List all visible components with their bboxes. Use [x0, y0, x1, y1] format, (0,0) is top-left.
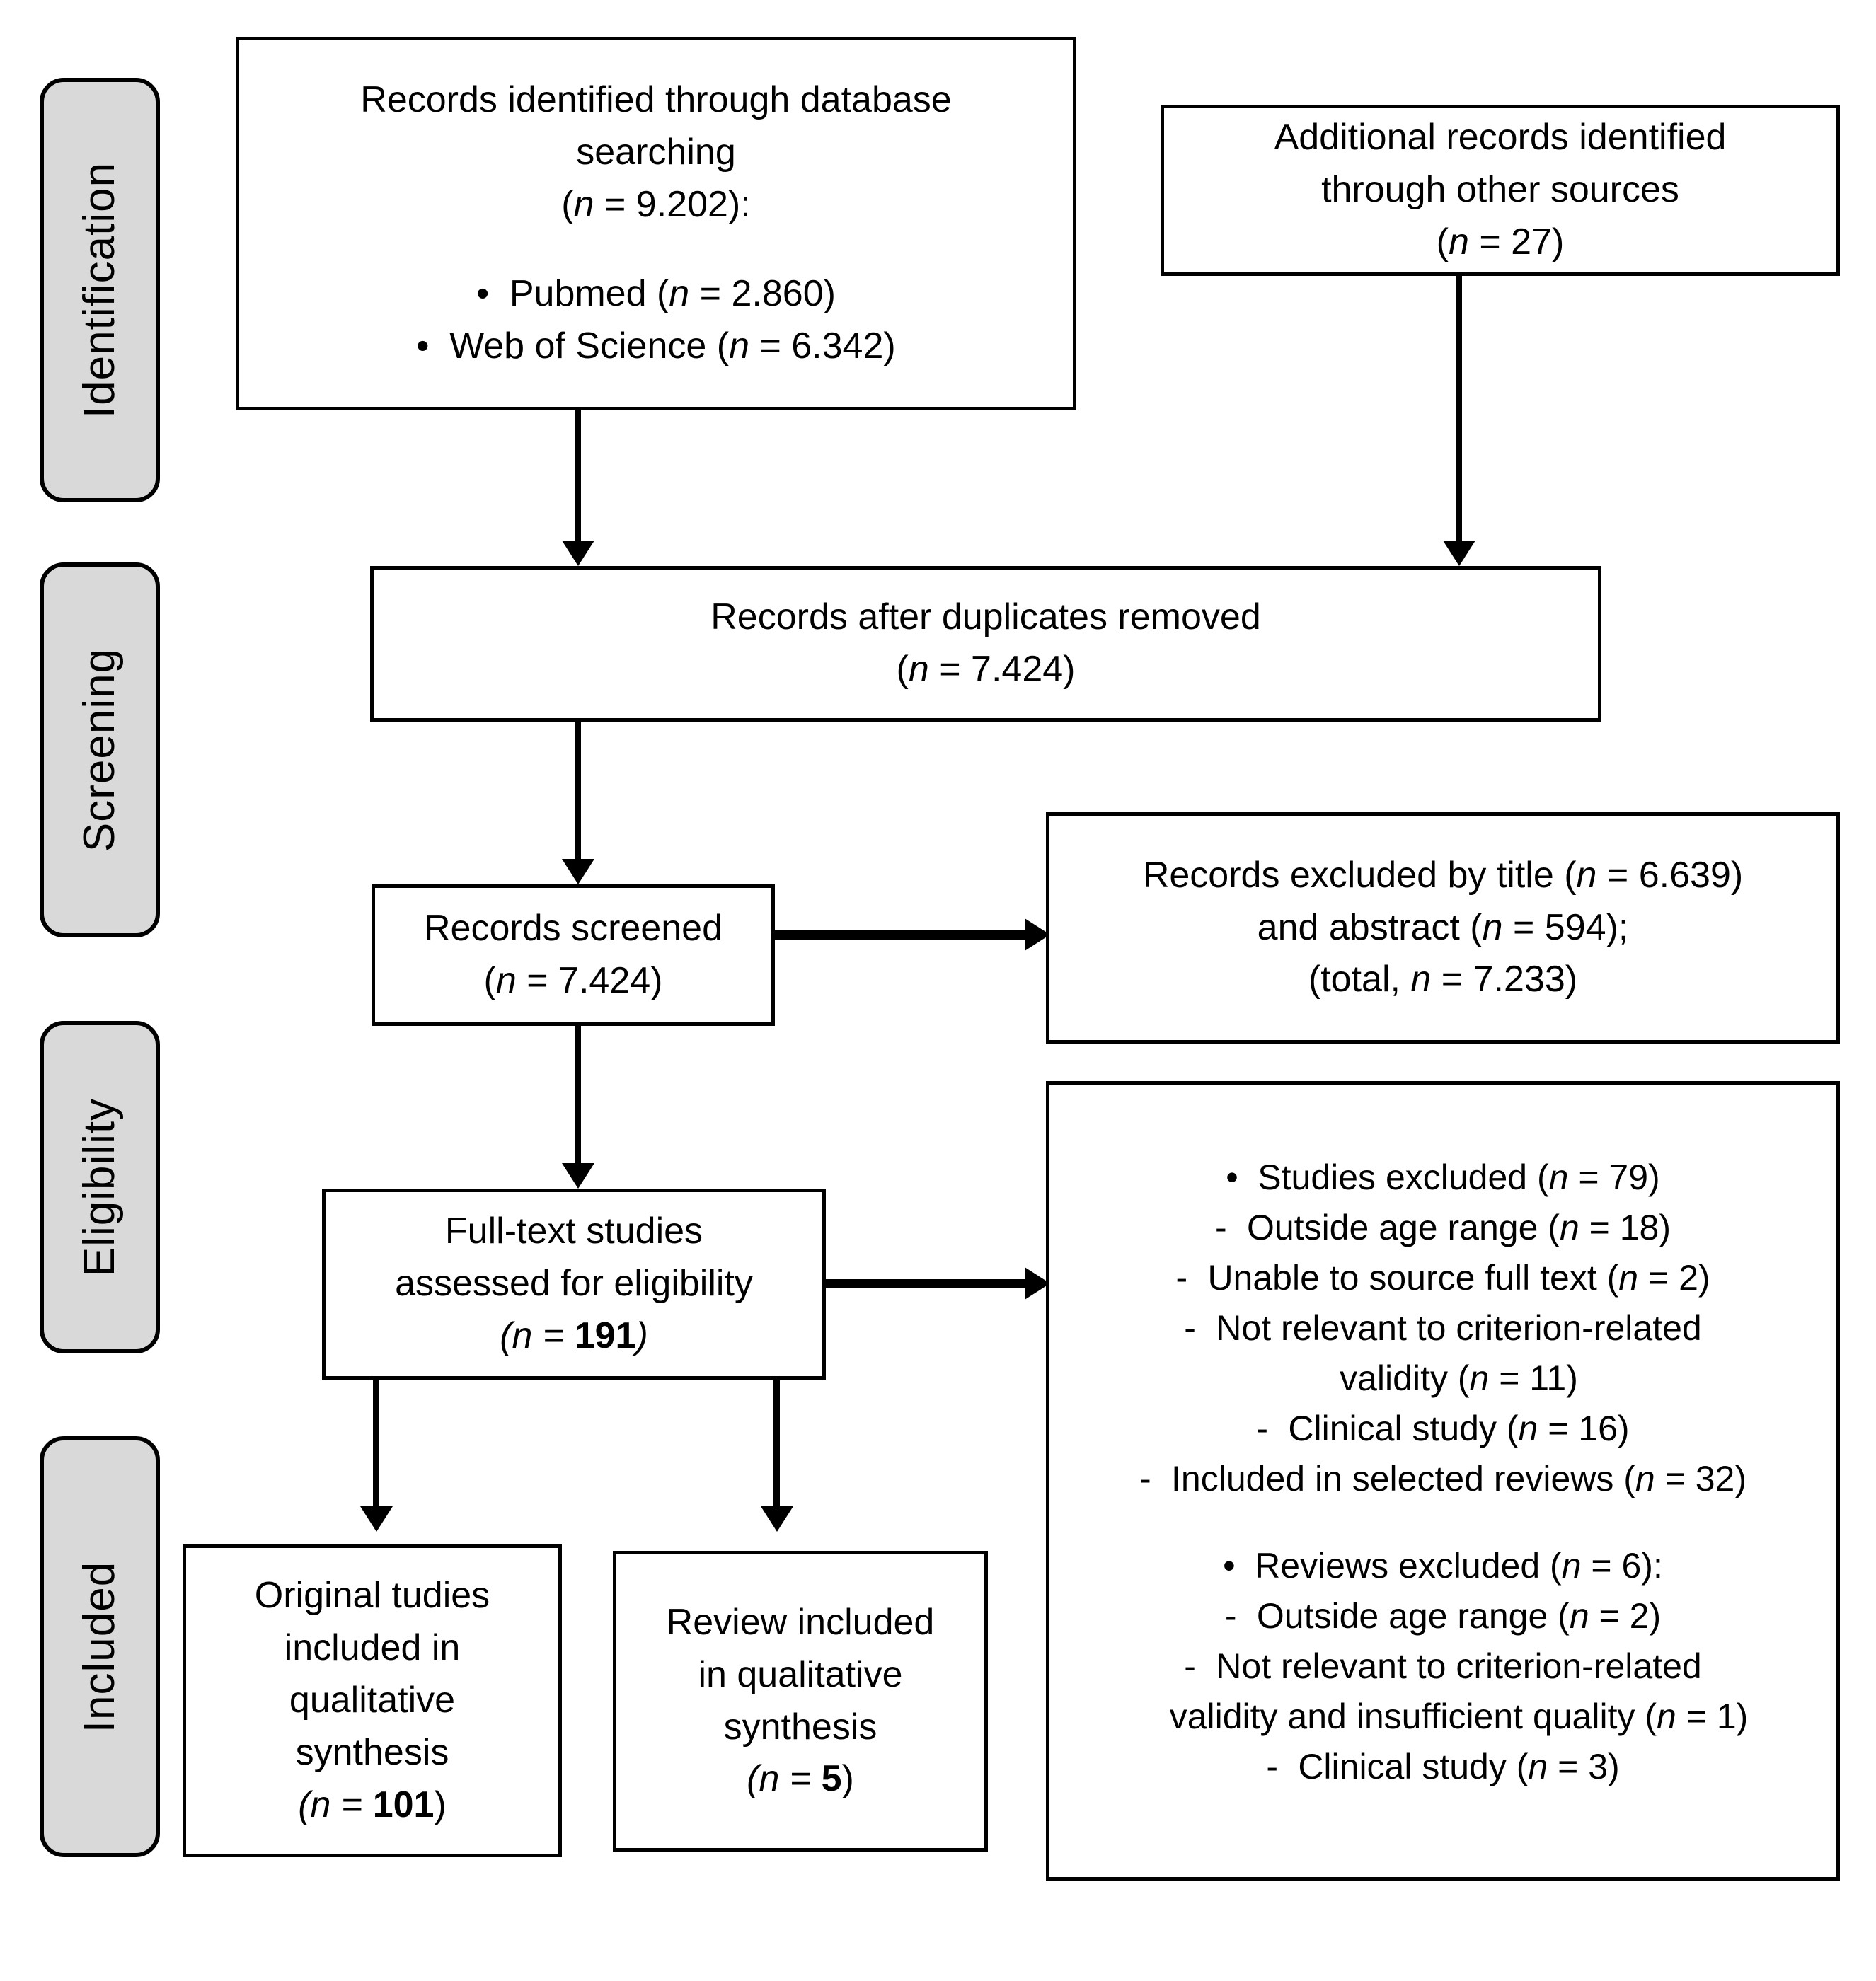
arrowhead-screened-to-fulltext	[562, 1163, 594, 1189]
box-full-text-assessed: Full-text studies assessed for eligibili…	[322, 1189, 826, 1380]
exclusion-group2-item-2: validity and insufficient quality (n = 1…	[1169, 1697, 1749, 1736]
duplicates-count: (n = 7.424)	[896, 649, 1076, 690]
connector-screened-to-fulltext	[575, 1026, 581, 1167]
phase-eligibility: Eligibility	[40, 1021, 160, 1353]
connector-fulltext-to-original	[373, 1380, 379, 1511]
exclusion-group2-item-0: -Outside age range (n = 2)	[1224, 1596, 1662, 1636]
phase-identification-label: Identification	[75, 161, 124, 419]
phase-screening-label: Screening	[75, 647, 124, 853]
phase-included-label: Included	[75, 1561, 124, 1733]
arrowhead-other-to-duplicates	[1443, 541, 1475, 566]
connector-db-to-duplicates	[575, 410, 581, 545]
db-search-item-wos: •Web of Science (n = 6.342)	[416, 325, 896, 366]
exclusion-group2-item-1: -Not relevant to criterion-related	[1184, 1646, 1702, 1686]
excluded-total-line: (total, n = 7.233)	[1308, 959, 1578, 1000]
connector-fulltext-to-exclusions	[826, 1279, 1028, 1288]
excluded-abstract-line: and abstract (n = 594);	[1257, 906, 1629, 948]
arrowhead-duplicates-to-screened	[562, 859, 594, 884]
connector-screened-to-excluded	[775, 930, 1028, 940]
records-screened-line1: Records screened	[424, 908, 723, 949]
exclusion-group1-heading: •Studies excluded (n = 79)	[1226, 1157, 1660, 1197]
box-excluded-title-abstract: Records excluded by title (n = 6.639) an…	[1046, 812, 1840, 1044]
review-included-count: (n = 5)	[747, 1758, 854, 1800]
excluded-title-line: Records excluded by title (n = 6.639)	[1142, 854, 1744, 896]
box-database-search: Records identified through database sear…	[236, 37, 1076, 410]
connector-duplicates-to-screened	[575, 722, 581, 863]
other-sources-line1: Additional records identified	[1274, 117, 1727, 158]
review-included-line1: Review included	[666, 1601, 935, 1643]
connector-other-to-duplicates	[1456, 276, 1462, 545]
original-studies-count: (n = 101)	[298, 1784, 447, 1825]
arrowhead-fulltext-to-review	[761, 1506, 793, 1532]
box-duplicates-removed: Records after duplicates removed (n = 7.…	[370, 566, 1601, 722]
db-search-item-pubmed: •Pubmed (n = 2.860)	[476, 272, 836, 314]
box-eligibility-exclusions: •Studies excluded (n = 79) -Outside age …	[1046, 1081, 1840, 1881]
other-sources-line2: through other sources	[1321, 169, 1679, 211]
original-studies-line1: Original tudies	[254, 1575, 490, 1617]
db-search-count: (n = 9.202):	[561, 184, 751, 226]
phase-included: Included	[40, 1436, 160, 1857]
exclusion-group1-item-5: -Included in selected reviews (n = 32)	[1139, 1459, 1746, 1498]
original-studies-line3: qualitative	[289, 1680, 456, 1721]
other-sources-count: (n = 27)	[1436, 221, 1565, 262]
exclusion-group1-item-0: -Outside age range (n = 18)	[1214, 1208, 1671, 1247]
phase-eligibility-label: Eligibility	[75, 1097, 124, 1277]
original-studies-line4: synthesis	[295, 1731, 449, 1773]
db-search-line1: Records identified through database	[360, 79, 952, 121]
box-review-included: Review included in qualitative synthesis…	[613, 1551, 988, 1852]
original-studies-line2: included in	[284, 1627, 461, 1669]
exclusion-group1-item-2: -Not relevant to criterion-related	[1184, 1308, 1702, 1348]
exclusion-group1-item-4: -Clinical study (n = 16)	[1256, 1409, 1630, 1448]
fulltext-count: (n = 191)	[500, 1315, 648, 1356]
box-other-sources: Additional records identified through ot…	[1161, 105, 1840, 276]
phase-screening: Screening	[40, 562, 160, 937]
box-records-screened: Records screened (n = 7.424)	[372, 884, 775, 1026]
fulltext-line2: assessed for eligibility	[395, 1263, 753, 1305]
exclusion-group2-item-3: -Clinical study (n = 3)	[1266, 1747, 1620, 1786]
arrowhead-db-to-duplicates	[562, 541, 594, 566]
fulltext-line1: Full-text studies	[444, 1211, 703, 1252]
duplicates-line1: Records after duplicates removed	[710, 596, 1261, 638]
box-original-studies-included: Original tudies included in qualitative …	[183, 1544, 562, 1857]
exclusion-group1-item-3: validity (n = 11)	[1340, 1358, 1578, 1398]
connector-fulltext-to-review	[773, 1380, 780, 1511]
arrowhead-fulltext-to-original	[360, 1506, 393, 1532]
exclusion-group1-item-1: -Unable to source full text (n = 2)	[1175, 1258, 1710, 1298]
records-screened-count: (n = 7.424)	[483, 960, 663, 1001]
db-search-line2: searching	[576, 132, 736, 173]
exclusion-group2-heading: •Reviews excluded (n = 6):	[1223, 1546, 1663, 1586]
review-included-line3: synthesis	[723, 1706, 877, 1748]
review-included-line2: in qualitative	[698, 1653, 903, 1695]
phase-identification: Identification	[40, 78, 160, 502]
